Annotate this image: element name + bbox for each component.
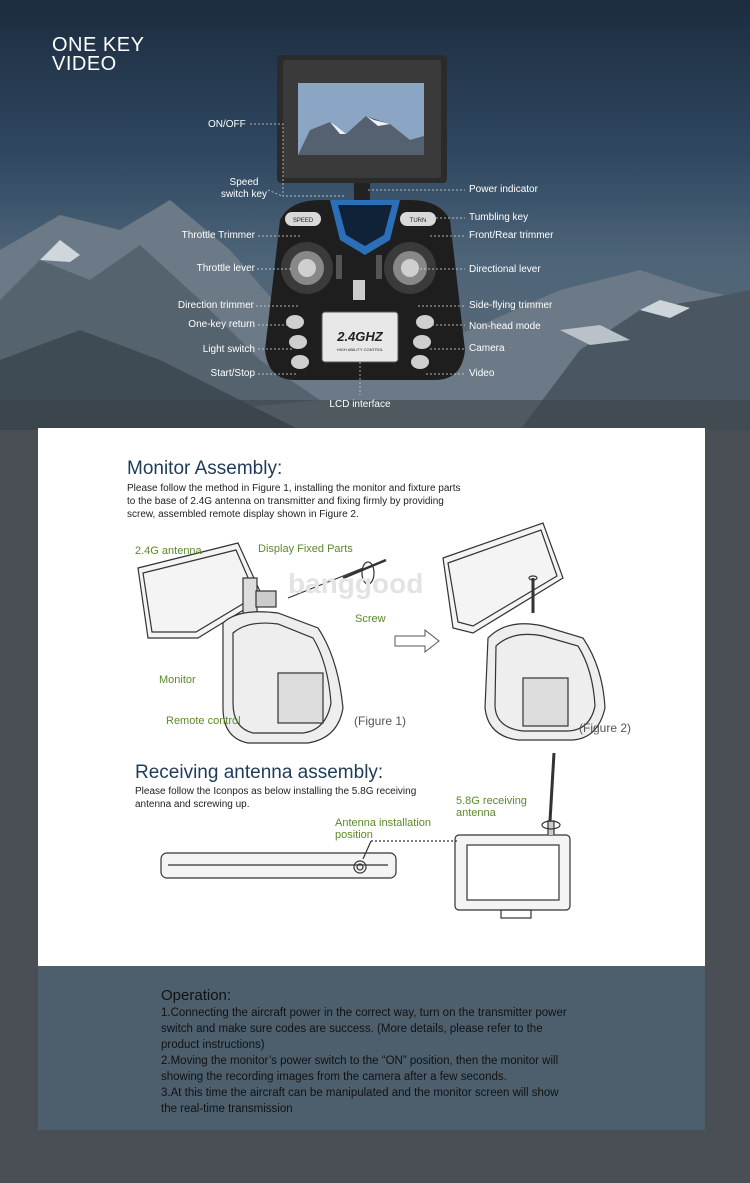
callout-start-stop: Start/Stop <box>210 368 255 379</box>
label-install-position: Antenna installation position <box>335 817 431 841</box>
operation-line: the real-time transmission <box>161 1103 293 1115</box>
antenna-body-line1: Please follow the Iconpos as below insta… <box>135 786 417 797</box>
callout-one-key-return: One-key return <box>188 319 255 330</box>
monitor-assembly-body: Please follow the method in Figure 1, in… <box>127 482 461 521</box>
label-antenna: 2.4G antenna <box>135 545 202 557</box>
speed-key-text: SPEED <box>293 218 314 224</box>
operation-line: switch and make sure codes are success. … <box>161 1023 543 1035</box>
callout-speed-switch: Speed switch key <box>214 177 274 201</box>
callout-non-head-mode: Non-head mode <box>469 321 541 332</box>
callout-lcd-interface: LCD interface <box>329 399 391 410</box>
callout-front-rear-trimmer: Front/Rear trimmer <box>469 230 554 241</box>
operation-panel: Operation: 1.Connecting the aircraft pow… <box>38 966 705 1130</box>
mountain-background <box>0 200 750 430</box>
callout-power-indicator: Power indicator <box>469 184 538 195</box>
label-remote-control: Remote control <box>166 715 241 727</box>
callout-tumbling-key: Tumbling key <box>469 212 529 223</box>
transmitter-image: SPEED TURN 2.4GHZ HIGH ABILITY CONTROL <box>265 55 465 380</box>
callout-camera: Camera <box>469 343 505 354</box>
callout-side-flying-trimmer: Side-flying trimmer <box>469 300 553 311</box>
hero-title-line2: VIDEO <box>52 53 117 75</box>
label-monitor: Monitor <box>159 674 196 686</box>
monitor-assembly-title: Monitor Assembly: <box>127 458 283 479</box>
callout-speed-switch-line1: Speed <box>229 177 259 188</box>
label-figure1: (Figure 1) <box>354 714 407 728</box>
label-fixed-parts: Display Fixed Parts <box>258 543 353 555</box>
figure1-illustration <box>137 542 387 744</box>
figure2-illustration <box>442 522 606 741</box>
antenna-body-line2: antenna and screwing up. <box>135 799 250 810</box>
label-install-line1: Antenna installation <box>335 817 432 829</box>
operation-line: 2.Moving the monitor’s power switch to t… <box>161 1055 559 1067</box>
operation-line: 1.Connecting the aircraft power in the c… <box>161 1007 567 1019</box>
lcd-sub-text: HIGH ABILITY CONTROL <box>337 347 384 352</box>
operation-line: showing the recording images from the ca… <box>161 1071 507 1083</box>
monitor-body-line3: screw, assembled remote display shown in… <box>127 509 359 520</box>
label-58g-line1: 5.8G receiving <box>456 795 527 807</box>
callout-lines <box>250 123 465 395</box>
hero-title-line1: ONE KEY <box>52 34 145 56</box>
callout-speed-switch-line2: switch key <box>220 189 268 200</box>
label-install-line2: position <box>335 829 373 841</box>
callout-on-off: ON/OFF <box>208 119 246 130</box>
receiving-antenna-title: Receiving antenna assembly: <box>135 762 384 783</box>
callout-directional-lever: Directional lever <box>469 264 541 275</box>
operation-title: Operation: <box>161 987 232 1004</box>
label-screw: Screw <box>355 613 386 625</box>
receiving-antenna-body: Please follow the Iconpos as below insta… <box>135 785 416 811</box>
label-figure2: (Figure 2) <box>579 721 632 735</box>
callout-throttle-trimmer: Throttle Trimmer <box>181 230 255 241</box>
callout-direction-trimmer: Direction trimmer <box>177 300 254 311</box>
label-58g-antenna: 5.8G receiving antenna <box>456 795 527 819</box>
lcd-brand-text: 2.4GHZ <box>336 329 384 344</box>
callout-light-switch: Light switch <box>202 344 255 355</box>
turn-key-text: TURN <box>410 218 427 224</box>
watermark-text: banggood <box>288 568 424 599</box>
instructions-panel: Monitor Assembly: Please follow the meth… <box>38 428 705 966</box>
arrow-icon <box>394 628 440 654</box>
monitor-body-line1: Please follow the method in Figure 1, in… <box>127 483 461 494</box>
operation-line: 3.At this time the aircraft can be manip… <box>161 1087 559 1099</box>
label-58g-line2: antenna <box>456 807 496 819</box>
monitor-body-line2: to the base of 2.4G antenna on transmitt… <box>127 496 444 507</box>
operation-line: product instructions) <box>161 1039 265 1051</box>
monitor-side-illustration <box>160 753 571 919</box>
hero-title: ONE KEY VIDEO <box>52 34 145 75</box>
callout-video: Video <box>469 368 495 379</box>
callout-throttle-lever: Throttle lever <box>196 263 255 274</box>
hero-banner: ONE KEY VIDEO SPEED TURN <box>0 0 750 430</box>
